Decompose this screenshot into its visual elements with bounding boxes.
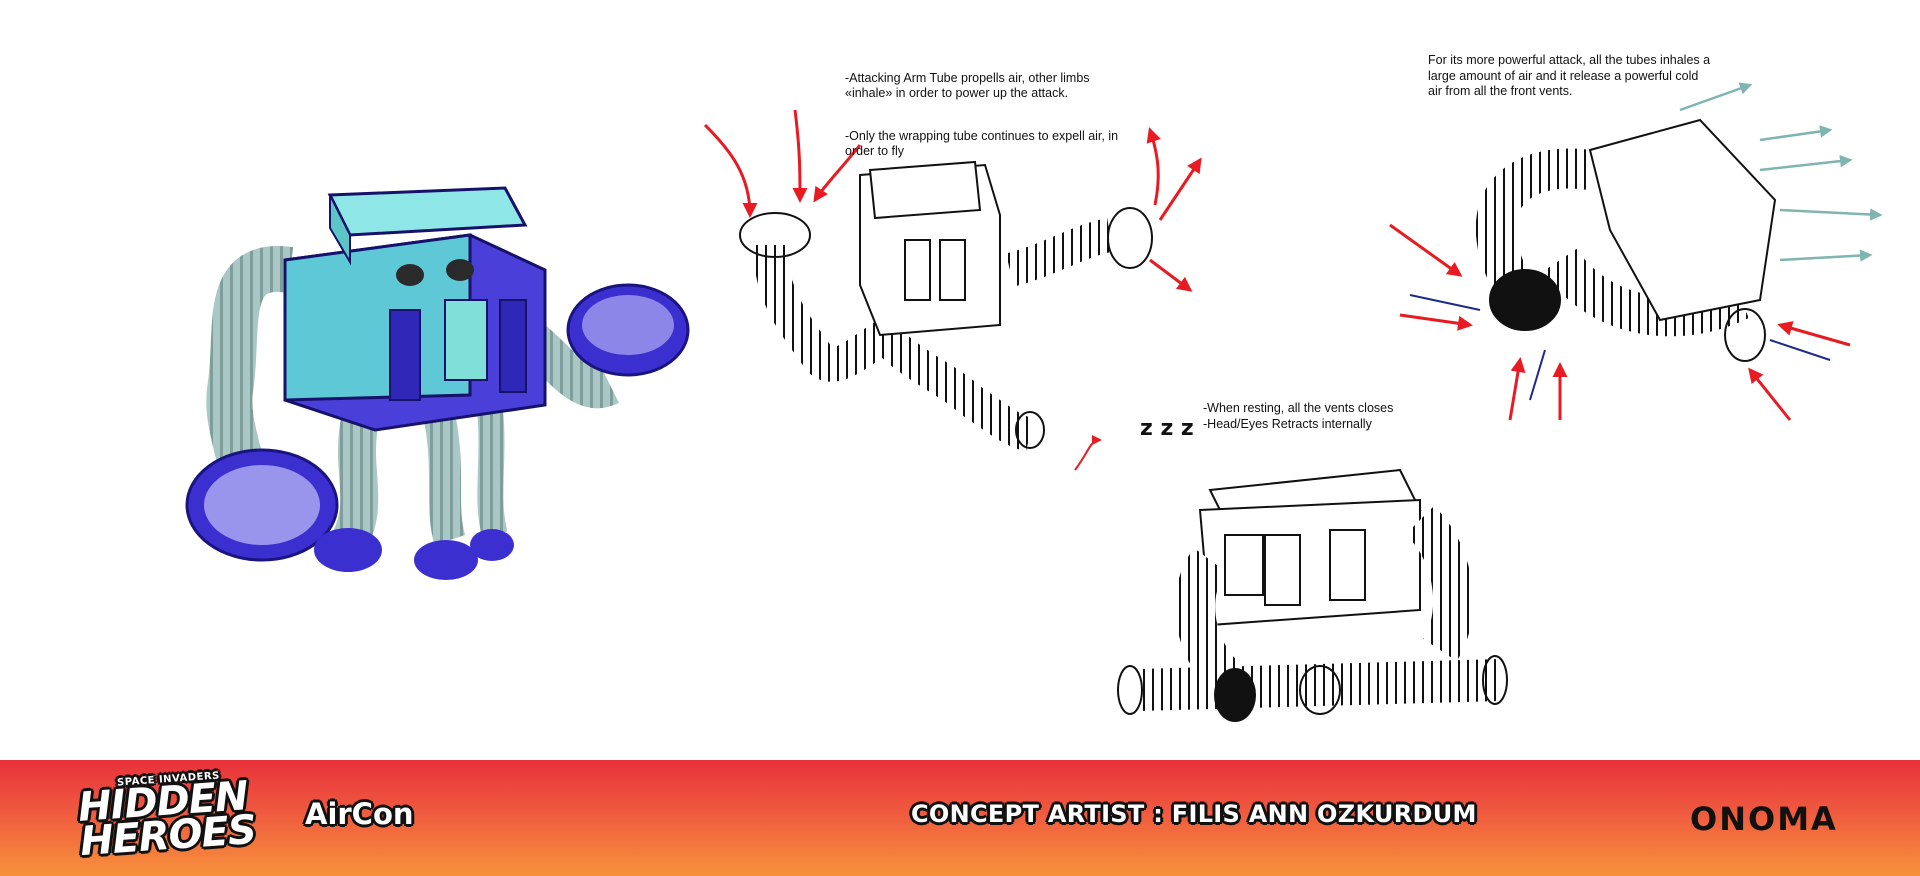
attack-notes: -Attacking Arm Tube propells air, other …	[845, 55, 1155, 186]
resting-sketch: z z z	[1117, 416, 1508, 722]
powerful-attack-note: For its more powerful attack, all the tu…	[1428, 53, 1711, 99]
resting-note: -When resting, all the vents closes -Hea…	[1203, 401, 1394, 431]
attack-note-arm-tube: -Attacking Arm Tube propells air, other …	[845, 70, 1090, 101]
character-name: AirCon	[305, 797, 414, 831]
attack-note-wrapping-tube: -Only the wrapping tube continues to exp…	[845, 128, 1119, 159]
artist-credit: CONCEPT ARTIST : FILIS ANN OZKURDUM	[911, 800, 1477, 828]
sleep-z-symbol: z z z	[1140, 416, 1194, 441]
colored-robot-illustration	[185, 186, 690, 580]
concept-artwork: z z z	[185, 82, 1883, 722]
game-logo-line2: HEROES	[78, 806, 258, 866]
attack-sketch	[703, 109, 1202, 471]
powerful-attack-sketch	[1389, 82, 1883, 421]
studio-brand-logo: ONOMA	[1690, 800, 1838, 838]
footer-banner	[0, 760, 1920, 876]
